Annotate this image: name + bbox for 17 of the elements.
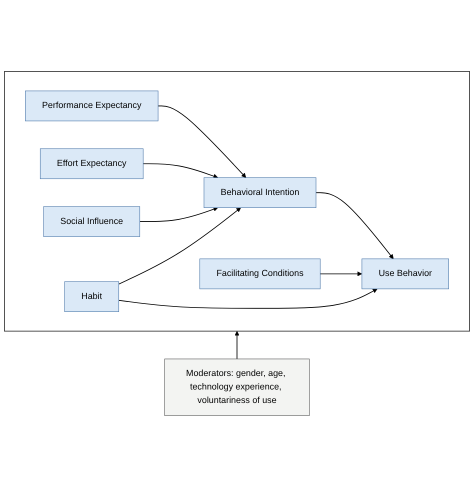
node-box: Moderators: gender, age, technology experience, voluntariness of use: [164, 359, 310, 416]
node-box: Effort Expectancy: [40, 148, 144, 180]
cluster: [4, 71, 470, 332]
arrow: [142, 164, 218, 179]
arrow: [139, 207, 218, 222]
arrow: [118, 208, 242, 285]
node-box: Use Behavior: [362, 259, 449, 290]
arrow: [118, 289, 378, 310]
arrow: [234, 331, 240, 360]
node-box: Social Influence: [43, 206, 140, 238]
node-box: Performance Expectancy: [25, 91, 158, 122]
arrow: [158, 106, 246, 178]
node-box: Facilitating Conditions: [200, 259, 320, 290]
node-box: Habit: [64, 282, 120, 312]
arrow: [316, 192, 394, 260]
node-box: Behavioral Intention: [204, 178, 316, 208]
arrow: [320, 272, 362, 277]
